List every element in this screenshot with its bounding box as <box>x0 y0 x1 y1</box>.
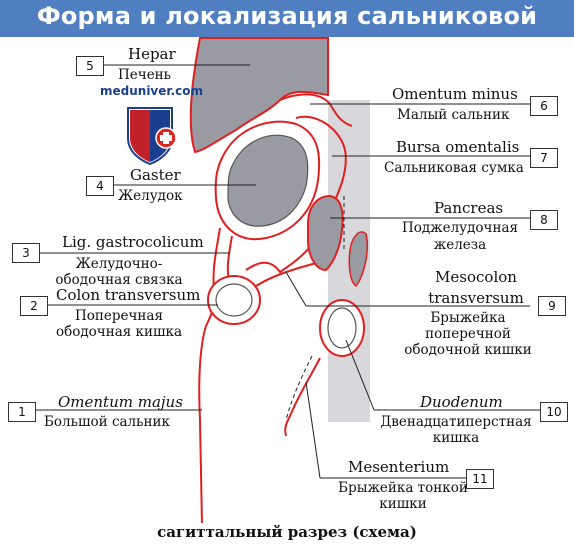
label-latin-hepar: Hepar <box>128 45 176 63</box>
label-russian-mesocolon: Брыжейка поперечной ободочной кишки <box>404 310 532 358</box>
label-latin-colon: Colon transversum <box>56 286 201 304</box>
label-latin-omentum-minus: Omentum minus <box>392 85 518 103</box>
leader-lines <box>30 64 540 479</box>
label-russian-mesenterium: Брыжейка тонкой кишки <box>338 480 468 512</box>
label-number-4: 4 <box>86 176 114 196</box>
omentum-majus-inner <box>226 235 233 283</box>
label-number-9: 9 <box>538 296 566 316</box>
pancreas-tail <box>348 231 368 288</box>
label-number-8: 8 <box>530 210 558 230</box>
sagittal-diagram <box>30 37 540 523</box>
label-number-6: 6 <box>530 96 558 116</box>
colon-lumen <box>215 283 253 317</box>
label-number-5: 5 <box>76 56 104 76</box>
pancreas-shape <box>307 194 344 272</box>
watermark-text: meduniver.com <box>100 84 204 98</box>
label-russian-omentum-majus: Большой сальник <box>44 414 170 430</box>
label-latin-pancreas: Pancreas <box>434 199 504 217</box>
liver-shape <box>189 37 329 154</box>
watermark-shield-icon <box>127 107 177 166</box>
omentum-majus <box>198 227 221 523</box>
mesentery-dash <box>285 355 313 421</box>
page-title: Форма и локализация сальниковой сумки <box>36 2 538 58</box>
label-russian-pancreas: Поджелудочная железа <box>401 220 519 253</box>
label-latin-mesocolon: Mesocolon transversum <box>428 268 524 307</box>
label-number-11: 11 <box>466 469 494 489</box>
label-russian-gastrocolicum: Желудочно-ободочная связка <box>55 256 183 288</box>
label-russian-hepar: Печень <box>118 67 172 83</box>
diagram-caption: сагиттальный разрез (схема) <box>157 523 417 541</box>
label-number-2: 2 <box>20 296 48 316</box>
label-latin-gaster: Gaster <box>130 166 181 184</box>
label-russian-omentum-minus: Малый сальник <box>397 107 510 123</box>
label-latin-bursa: Bursa omentalis <box>396 138 520 156</box>
label-russian-gaster: Желудок <box>118 188 183 204</box>
label-latin-gastrocolicum: Lig. gastrocolicum <box>62 233 204 251</box>
label-number-1: 1 <box>8 402 36 422</box>
label-latin-mesenterium: Mesenterium <box>348 458 450 476</box>
duodenum-lumen <box>327 307 357 349</box>
mesocolon-line <box>255 261 321 287</box>
mesentery-line <box>284 357 321 437</box>
label-russian-duodenum: Двенадцатиперстная кишка <box>380 414 532 446</box>
label-number-7: 7 <box>530 148 558 168</box>
stomach-lumen <box>227 134 309 227</box>
label-latin-duodenum: Duodenum <box>420 393 503 411</box>
title-bar <box>0 0 574 37</box>
label-russian-colon: Поперечная ободочная кишка <box>55 308 183 340</box>
label-number-3: 3 <box>12 243 40 263</box>
label-latin-omentum-majus: Omentum majus <box>58 393 183 411</box>
label-russian-bursa: Сальниковая сумка <box>384 160 524 176</box>
label-number-10: 10 <box>540 402 568 422</box>
